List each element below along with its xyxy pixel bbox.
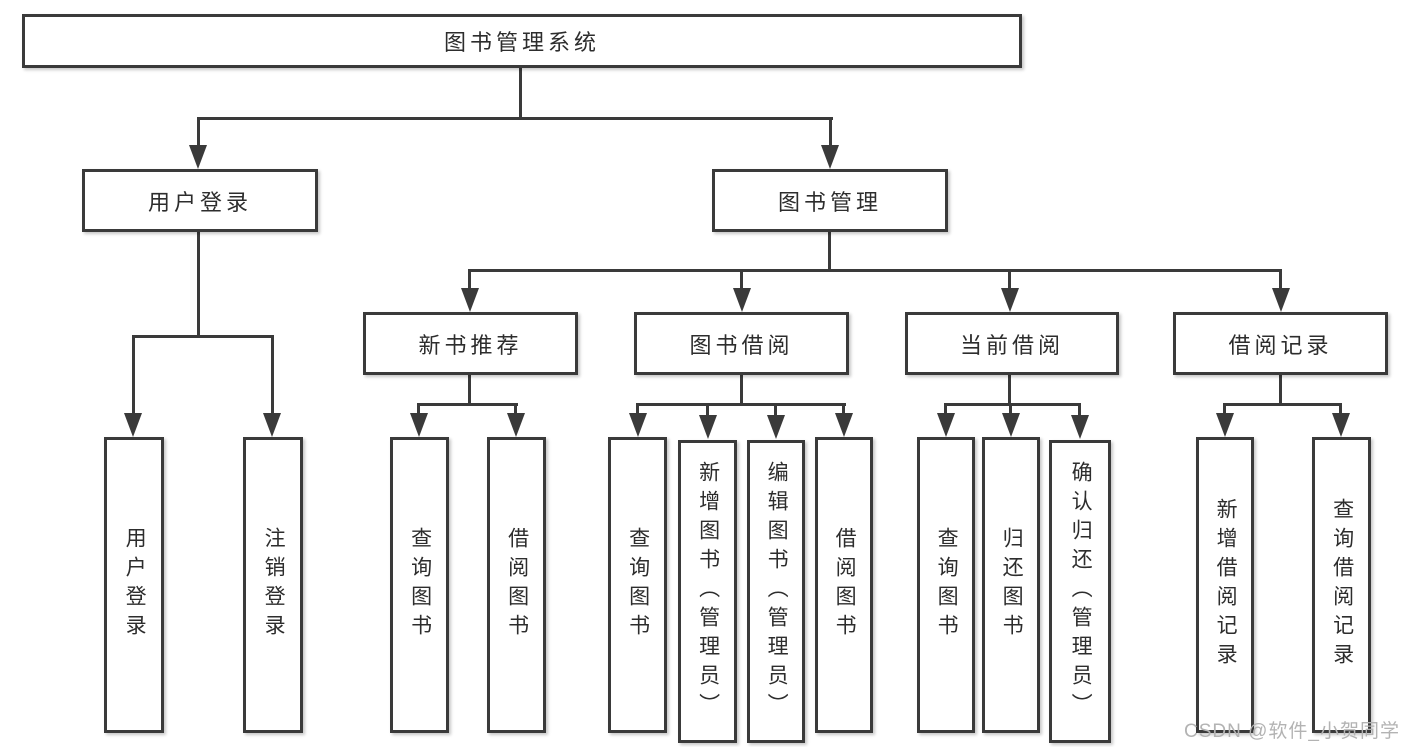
connector-arrowhead [767, 415, 785, 439]
node-book-borrow: 图书借阅 [634, 312, 849, 375]
leaf-borrow-books: 借阅图书 [815, 437, 873, 733]
connector-line [197, 117, 833, 120]
node-label: 借阅图书 [833, 527, 857, 643]
node-label: 查询图书 [626, 527, 650, 643]
node-label: 查询图书 [935, 527, 959, 643]
connector-arrowhead [461, 288, 479, 312]
node-user-login: 用户登录 [82, 169, 318, 232]
connector-line [829, 117, 832, 148]
connector-line [197, 117, 200, 148]
connector-line [636, 403, 639, 415]
connector-line [706, 403, 709, 415]
connector-arrowhead [1002, 413, 1020, 437]
node-label: 用户登录 [147, 189, 252, 215]
connector-line [197, 232, 200, 338]
node-borrow-records: 借阅记录 [1173, 312, 1388, 375]
connector-arrowhead [1071, 415, 1089, 439]
leaf-user-login: 用户登录 [104, 437, 164, 733]
leaf-logout: 注销登录 [243, 437, 303, 733]
leaf-return-book: 归还图书 [982, 437, 1040, 733]
connector-arrowhead [629, 413, 647, 437]
node-new-book-recommend: 新书推荐 [363, 312, 578, 375]
leaf-query-books-borrow: 查询图书 [608, 437, 667, 733]
node-current-borrow: 当前借阅 [905, 312, 1119, 375]
connector-line [944, 403, 947, 415]
connector-line [514, 403, 517, 415]
connector-line [417, 403, 420, 415]
connector-arrowhead [263, 413, 281, 437]
node-label: 编辑图书（管理员） [765, 461, 789, 722]
leaf-query-books-recommend: 查询图书 [390, 437, 449, 733]
connector-line [828, 232, 831, 272]
connector-arrowhead [507, 413, 525, 437]
connector-line [468, 375, 471, 406]
connector-line [1279, 269, 1282, 290]
connector-arrowhead [124, 413, 142, 437]
connector-line [740, 375, 743, 406]
node-book-management: 图书管理 [712, 169, 948, 232]
connector-line [1009, 403, 1012, 415]
connector-line [1223, 403, 1226, 415]
connector-line [1008, 375, 1011, 406]
connector-line [1078, 403, 1081, 415]
connector-line [774, 403, 777, 415]
node-label: 图书管理系统 [443, 30, 600, 55]
connector-line [132, 335, 135, 415]
connector-arrowhead [821, 145, 839, 169]
leaf-edit-book-admin: 编辑图书（管理员） [747, 440, 805, 743]
node-label: 归还图书 [1000, 527, 1024, 643]
node-label: 图书管理 [777, 189, 882, 215]
node-label: 注销登录 [262, 527, 286, 643]
connector-arrowhead [189, 145, 207, 169]
leaf-add-book-admin: 新增图书（管理员） [678, 440, 737, 743]
connector-line [132, 335, 274, 338]
node-label: 查询图书 [408, 527, 432, 643]
leaf-borrow-books-recommend: 借阅图书 [487, 437, 546, 733]
node-label: 查询借阅记录 [1330, 498, 1354, 672]
node-label: 新增借阅记录 [1214, 498, 1238, 672]
node-library-system: 图书管理系统 [22, 14, 1022, 68]
connector-arrowhead [1332, 413, 1350, 437]
node-label: 图书借阅 [689, 332, 794, 358]
connector-arrowhead [1216, 413, 1234, 437]
connector-line [468, 269, 471, 290]
connector-line [1223, 403, 1342, 406]
node-label: 新书推荐 [418, 332, 523, 358]
node-label: 借阅记录 [1228, 332, 1333, 358]
node-label: 借阅图书 [505, 527, 529, 643]
connector-line [944, 403, 1081, 406]
leaf-query-books-current: 查询图书 [917, 437, 975, 733]
connector-line [636, 403, 846, 406]
connector-line [468, 269, 1282, 272]
connector-arrowhead [835, 413, 853, 437]
leaf-query-borrow-record: 查询借阅记录 [1312, 437, 1371, 733]
node-label: 新增图书（管理员） [696, 461, 720, 722]
leaf-add-borrow-record: 新增借阅记录 [1196, 437, 1254, 733]
watermark: CSDN @软件_小贺同学 [1184, 721, 1400, 742]
connector-line [271, 335, 274, 415]
connector-line [1008, 269, 1011, 290]
connector-line [1339, 403, 1342, 415]
connector-arrowhead [1272, 288, 1290, 312]
connector-line [417, 403, 518, 406]
leaf-confirm-return-admin: 确认归还（管理员） [1049, 440, 1111, 743]
connector-line [842, 403, 845, 415]
node-label: 确认归还（管理员） [1069, 461, 1093, 722]
connector-line [519, 67, 522, 119]
connector-line [740, 269, 743, 290]
connector-arrowhead [410, 413, 428, 437]
connector-arrowhead [733, 288, 751, 312]
node-label: 当前借阅 [959, 332, 1064, 358]
connector-arrowhead [1001, 288, 1019, 312]
connector-arrowhead [699, 415, 717, 439]
connector-arrowhead [937, 413, 955, 437]
connector-line [1279, 375, 1282, 406]
node-label: 用户登录 [123, 527, 147, 643]
